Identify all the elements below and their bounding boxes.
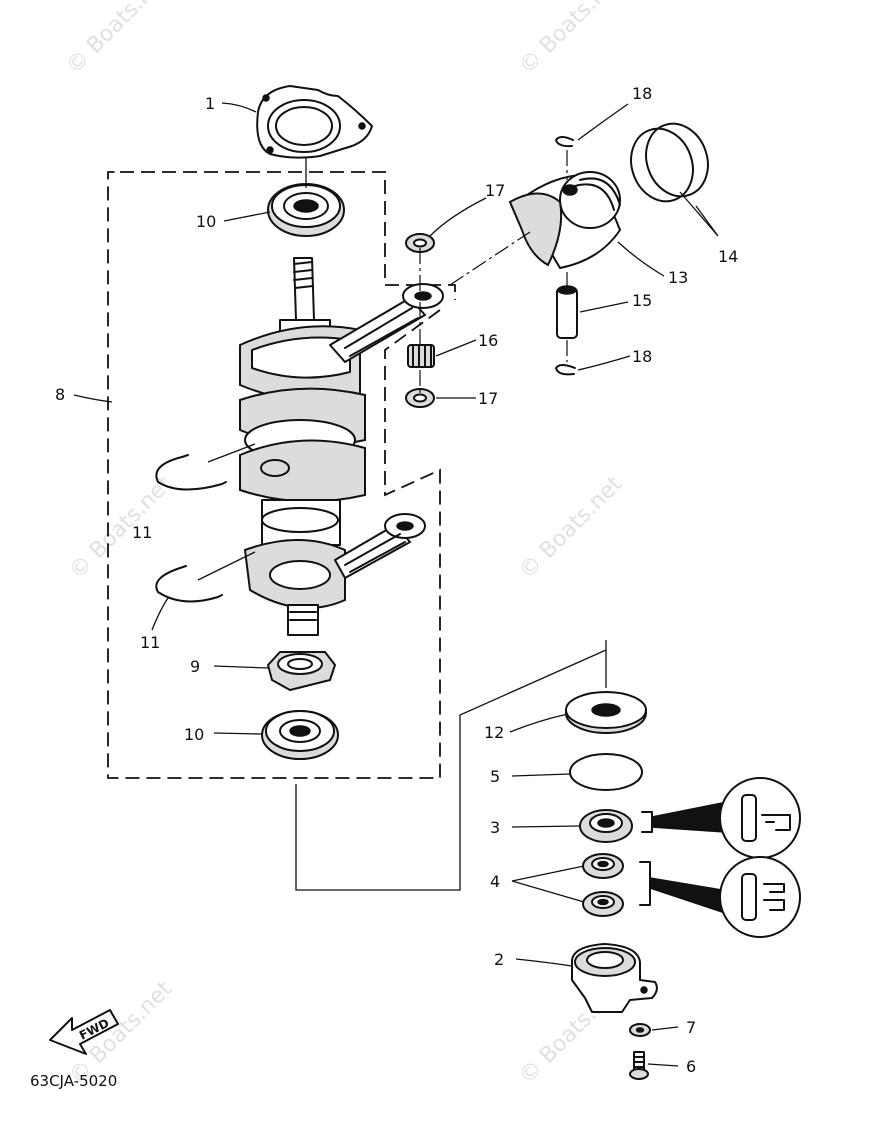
watermark-mid-right: © Boats.net xyxy=(515,471,628,584)
callout-6: 6 xyxy=(686,1057,696,1076)
callout-2: 2 xyxy=(494,950,504,969)
callout-17-lower: 17 xyxy=(478,389,498,408)
part-7-washer xyxy=(629,1023,651,1037)
callout-7: 7 xyxy=(686,1018,696,1037)
seal-detail-4 xyxy=(639,856,801,938)
part-3-oil-seal xyxy=(579,809,633,843)
watermarks: © Boats.net © Boats.net © Boats.net © Bo… xyxy=(62,0,628,1089)
part-16-needle-bearing xyxy=(407,344,435,368)
part-15-piston-pin xyxy=(556,285,578,339)
watermark-top-right: © Boats.net xyxy=(515,0,628,79)
part-18-clip-lower xyxy=(555,364,576,376)
callout-15: 15 xyxy=(632,291,652,310)
callout-12: 12 xyxy=(484,723,504,742)
part-18-clip-upper xyxy=(555,136,574,148)
part-5-o-ring xyxy=(569,753,643,791)
part-4-oil-seal-lower xyxy=(582,891,624,917)
part-11-snap-ring-upper xyxy=(155,454,227,491)
callout-11-lower: 11 xyxy=(140,633,160,652)
part-13-piston xyxy=(508,171,621,269)
part-10-lower-bearing xyxy=(261,710,339,760)
callout-1: 1 xyxy=(205,94,215,113)
crankshaft xyxy=(239,257,366,636)
callout-10-upper: 10 xyxy=(196,212,216,231)
callout-numbers: 1 10 8 17 18 13 14 15 16 17 18 11 11 9 1… xyxy=(55,84,738,1076)
fwd-arrow-icon: FWD xyxy=(49,1009,119,1055)
part-code-label: 63CJA-5020 xyxy=(30,1072,117,1090)
part-10-upper-bearing xyxy=(267,183,345,237)
lower-connector-line xyxy=(295,640,607,891)
callout-leaders xyxy=(73,102,719,1067)
watermark-top-left: © Boats.net xyxy=(62,0,175,79)
part-12-plate xyxy=(565,691,647,734)
crankshaft-assembly-boundary xyxy=(107,171,456,779)
callout-9: 9 xyxy=(190,657,200,676)
part-11-snap-ring-lower xyxy=(155,565,223,603)
callout-4: 4 xyxy=(490,872,500,891)
lower-connecting-rod xyxy=(334,513,426,579)
part-4-oil-seal-upper xyxy=(582,853,624,879)
part-17-washer-upper xyxy=(405,233,435,253)
callout-3: 3 xyxy=(490,818,500,837)
callout-13: 13 xyxy=(668,268,688,287)
part-14-piston-rings xyxy=(630,122,709,203)
part-17-washer-lower xyxy=(405,388,435,408)
callout-17-upper: 17 xyxy=(485,181,505,200)
part-2-housing xyxy=(571,943,658,1013)
part-6-bolt xyxy=(629,1051,649,1080)
callout-11-upper: 11 xyxy=(132,523,152,542)
callout-18-lower: 18 xyxy=(632,347,652,366)
part-9-bearing xyxy=(266,651,337,692)
watermark-mid-left: © Boats.net xyxy=(65,471,178,584)
callout-5: 5 xyxy=(490,767,500,786)
callout-18-upper: 18 xyxy=(632,84,652,103)
callout-8: 8 xyxy=(55,385,65,404)
callout-10-lower: 10 xyxy=(184,725,204,744)
part-1-gasket xyxy=(256,85,373,159)
callout-14: 14 xyxy=(718,247,738,266)
upper-connecting-rod xyxy=(329,283,444,363)
callout-16: 16 xyxy=(478,331,498,350)
piston-axis-line xyxy=(419,231,531,395)
seal-detail-3 xyxy=(641,777,801,859)
